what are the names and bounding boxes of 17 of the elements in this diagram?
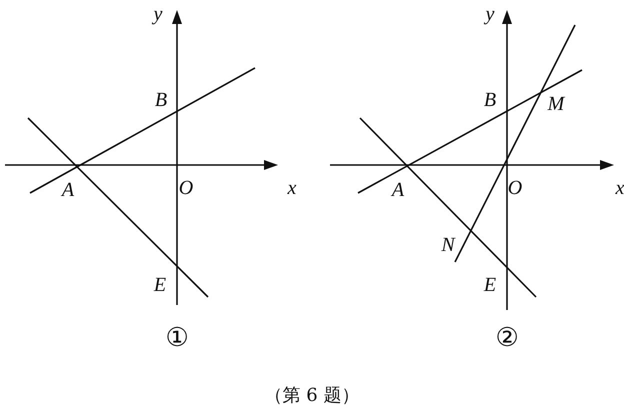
point-label: B xyxy=(484,90,496,110)
figure-number: ② xyxy=(496,325,518,351)
point-label: E xyxy=(484,275,496,295)
point-label: N xyxy=(441,235,455,255)
figure-number: ① xyxy=(166,325,188,351)
point-label: E xyxy=(154,275,166,295)
point-label: A xyxy=(392,180,404,200)
point-label: O xyxy=(508,178,522,198)
point-label: x xyxy=(288,178,296,198)
point-label: B xyxy=(154,90,168,110)
point-label: y xyxy=(154,4,162,24)
point-label: O xyxy=(178,178,194,198)
point-label: A xyxy=(62,180,74,200)
caption: （第 6 题） xyxy=(264,384,360,407)
point-label: x xyxy=(616,178,624,198)
point-label: y xyxy=(486,4,494,24)
point-label: M xyxy=(548,94,564,114)
